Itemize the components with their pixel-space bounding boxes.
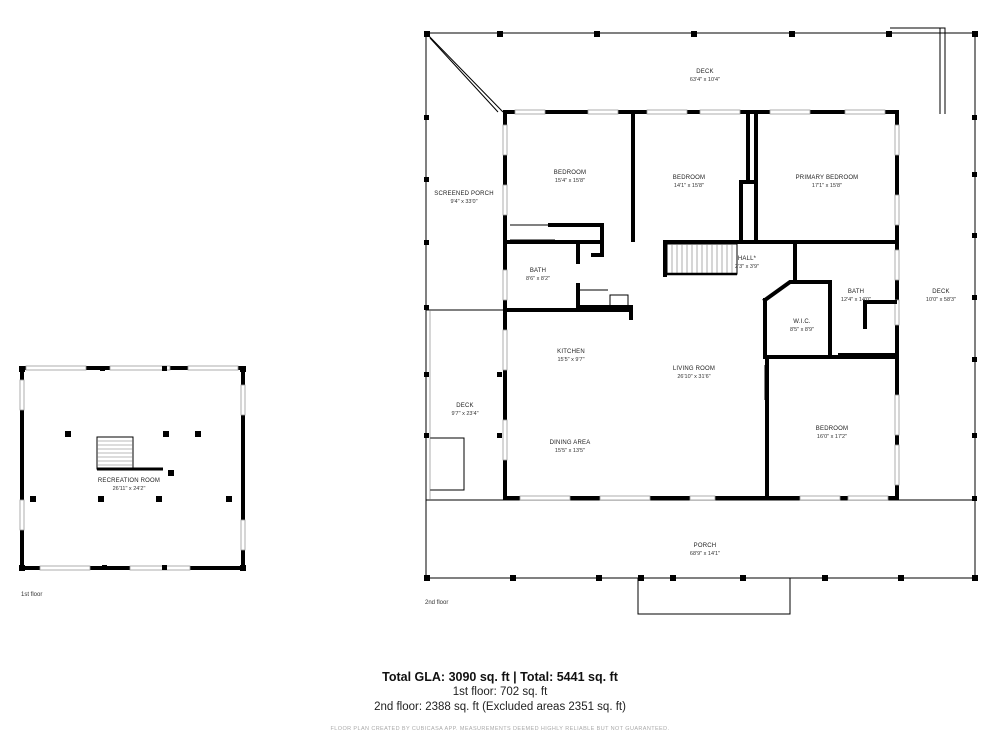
room-name: KITCHEN [557, 349, 585, 355]
second-floor-stairs [666, 243, 738, 276]
room-name: BEDROOM [554, 170, 586, 176]
room-dimensions: 9'4" x 33'0" [450, 199, 477, 205]
floor-label-1st: 1st floor [21, 592, 42, 598]
room-name: SCREENED PORCH [434, 191, 493, 197]
first-floor-stairs [96, 436, 163, 471]
room-labels: DECK 63'4" x 10'4" SCREENED PORCH 9'4" x… [434, 69, 956, 557]
room-name: LIVING ROOM [673, 366, 715, 372]
room-name: DECK [932, 289, 949, 295]
interior-walls [503, 112, 897, 500]
room-dimensions: 17'1" x 15'8" [812, 183, 842, 189]
area-summary: Total GLA: 3090 sq. ft | Total: 5441 sq.… [0, 670, 1000, 715]
room-dimensions: 12'4" x 14'0" [841, 297, 871, 303]
room-dimensions: 15'5" x 13'5" [555, 448, 585, 454]
room-name: PRIMARY BEDROOM [796, 175, 859, 181]
room-dimensions: 26'10" x 31'6" [677, 374, 710, 380]
second-floor-posts [424, 31, 978, 581]
deck-outlines [425, 27, 976, 615]
room-dimensions: 8'6" x 8'2" [526, 276, 550, 282]
room-name: HALL* [738, 256, 757, 262]
total-area: Total GLA: 3090 sq. ft | Total: 5441 sq.… [382, 670, 618, 684]
second-floor-plan: DECK 63'4" x 10'4" SCREENED PORCH 9'4" x… [424, 27, 978, 615]
disclaimer-text: FLOOR PLAN CREATED BY CUBICASA APP. MEAS… [330, 726, 670, 732]
room-name: BEDROOM [816, 426, 848, 432]
room-dimensions: 8'5" x 8'9" [790, 327, 814, 333]
room-dimensions: 14'1" x 15'8" [674, 183, 704, 189]
room-dimensions: 68'9" x 14'1" [690, 551, 720, 557]
room-dimensions: 15'5" x 9'7" [557, 357, 584, 363]
room-name: DECK [696, 69, 713, 75]
room-dimensions: 16'0" x 17'2" [817, 434, 847, 440]
room-dimensions: 26'11" x 24'2" [113, 486, 146, 492]
room-name: BATH [530, 268, 546, 274]
room-dimensions: 2'3" x 3'9" [735, 264, 759, 270]
room-name: W.I.C. [793, 319, 811, 325]
room-name: DINING AREA [550, 440, 591, 446]
room-name: BEDROOM [673, 175, 705, 181]
room-name: DECK [456, 403, 473, 409]
room-dimensions: 15'4" x 15'8" [555, 178, 585, 184]
room-name: RECREATION ROOM [98, 478, 160, 484]
room-dimensions: 10'0" x 58'3" [926, 297, 956, 303]
room-dimensions: 9'7" x 23'4" [451, 411, 478, 417]
room-dimensions: 63'4" x 10'4" [690, 77, 720, 83]
first-floor-posts [19, 366, 246, 571]
floor-label-2nd: 2nd floor [425, 600, 448, 606]
room-name: BATH [848, 289, 864, 295]
first-floor-plan: RECREATION ROOM 26'11" x 24'2" 1st floor [19, 365, 246, 598]
first-floor-area: 1st floor: 702 sq. ft [452, 686, 548, 698]
second-floor-area: 2nd floor: 2388 sq. ft (Excluded areas 2… [374, 701, 626, 713]
room-name: PORCH [694, 543, 717, 549]
